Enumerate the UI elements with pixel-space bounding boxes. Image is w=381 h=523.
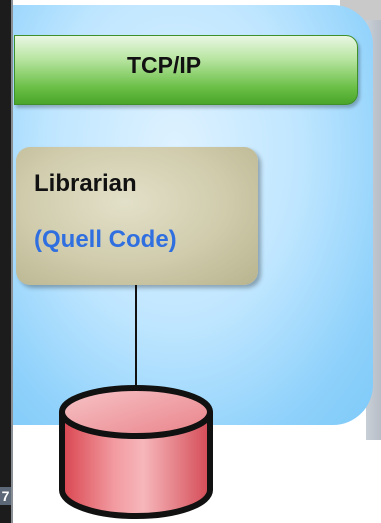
tcp-ip-bar: [14, 35, 358, 105]
database-cylinder-icon: [59, 385, 213, 519]
tcp-ip-label: TCP/IP: [126, 52, 202, 78]
left-window-edge: [0, 0, 11, 523]
librarian-subtitle: (Quell Code): [34, 226, 177, 253]
left-edge-number: 7: [0, 487, 11, 505]
librarian-box: [16, 147, 258, 285]
librarian-title: Librarian: [34, 170, 137, 197]
left-window-edge-border: [11, 0, 13, 523]
